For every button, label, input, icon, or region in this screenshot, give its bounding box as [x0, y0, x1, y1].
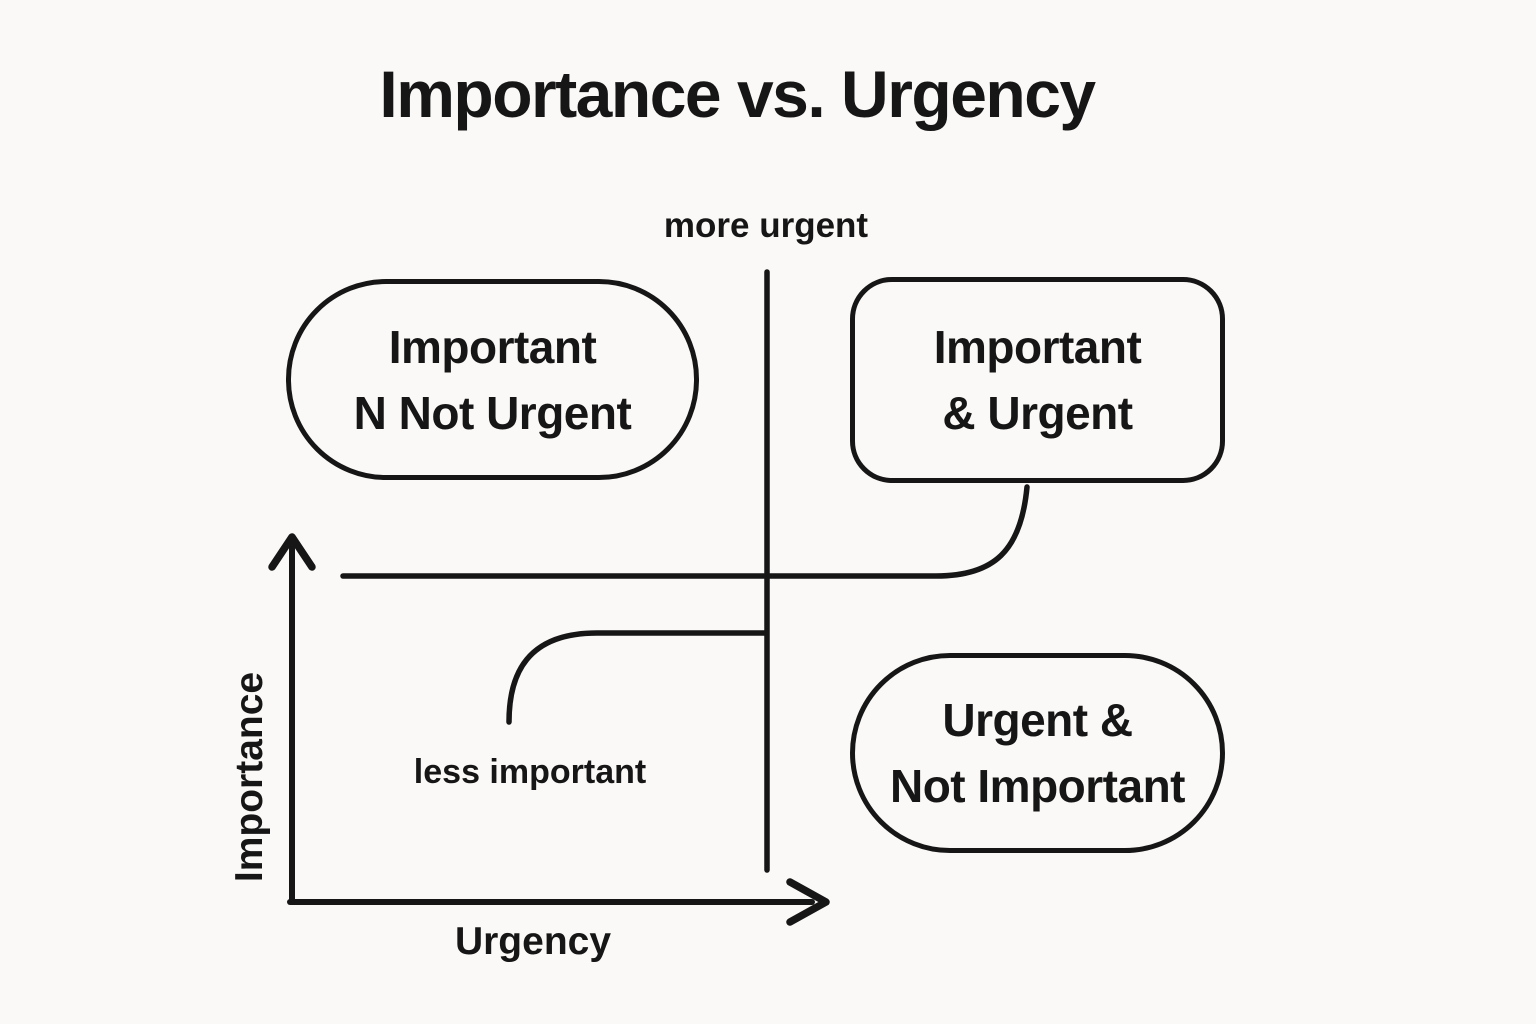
quadrant-label-line: Important [933, 321, 1142, 373]
less-important-label: less important [413, 753, 647, 791]
y-axis-arrowhead [268, 533, 316, 571]
quadrant-important-not-urgent: Important N Not Urgent [286, 279, 699, 480]
quadrant-label-line: Important [388, 320, 597, 373]
quadrant-label-line: Urgent & [942, 694, 1133, 746]
quadrant-label-line: N Not Urgent [353, 386, 632, 439]
diagram-title: Importance vs. Urgency [379, 57, 1096, 131]
quadrant-label-line: & Urgent [942, 387, 1133, 439]
horizontal-divider-line [340, 484, 1030, 579]
x-axis-label: Urgency [454, 920, 612, 963]
quadrant-urgent-not-important: Urgent & Not Important [850, 653, 1225, 853]
y-axis-label: Importance [228, 671, 271, 883]
more-urgent-label: more urgent [663, 206, 869, 245]
less-important-connector-curve [506, 630, 769, 725]
quadrant-label-line: Not Important [889, 760, 1186, 812]
x-axis-arrowhead [786, 878, 830, 926]
quadrant-important-urgent: Important & Urgent [850, 277, 1225, 483]
